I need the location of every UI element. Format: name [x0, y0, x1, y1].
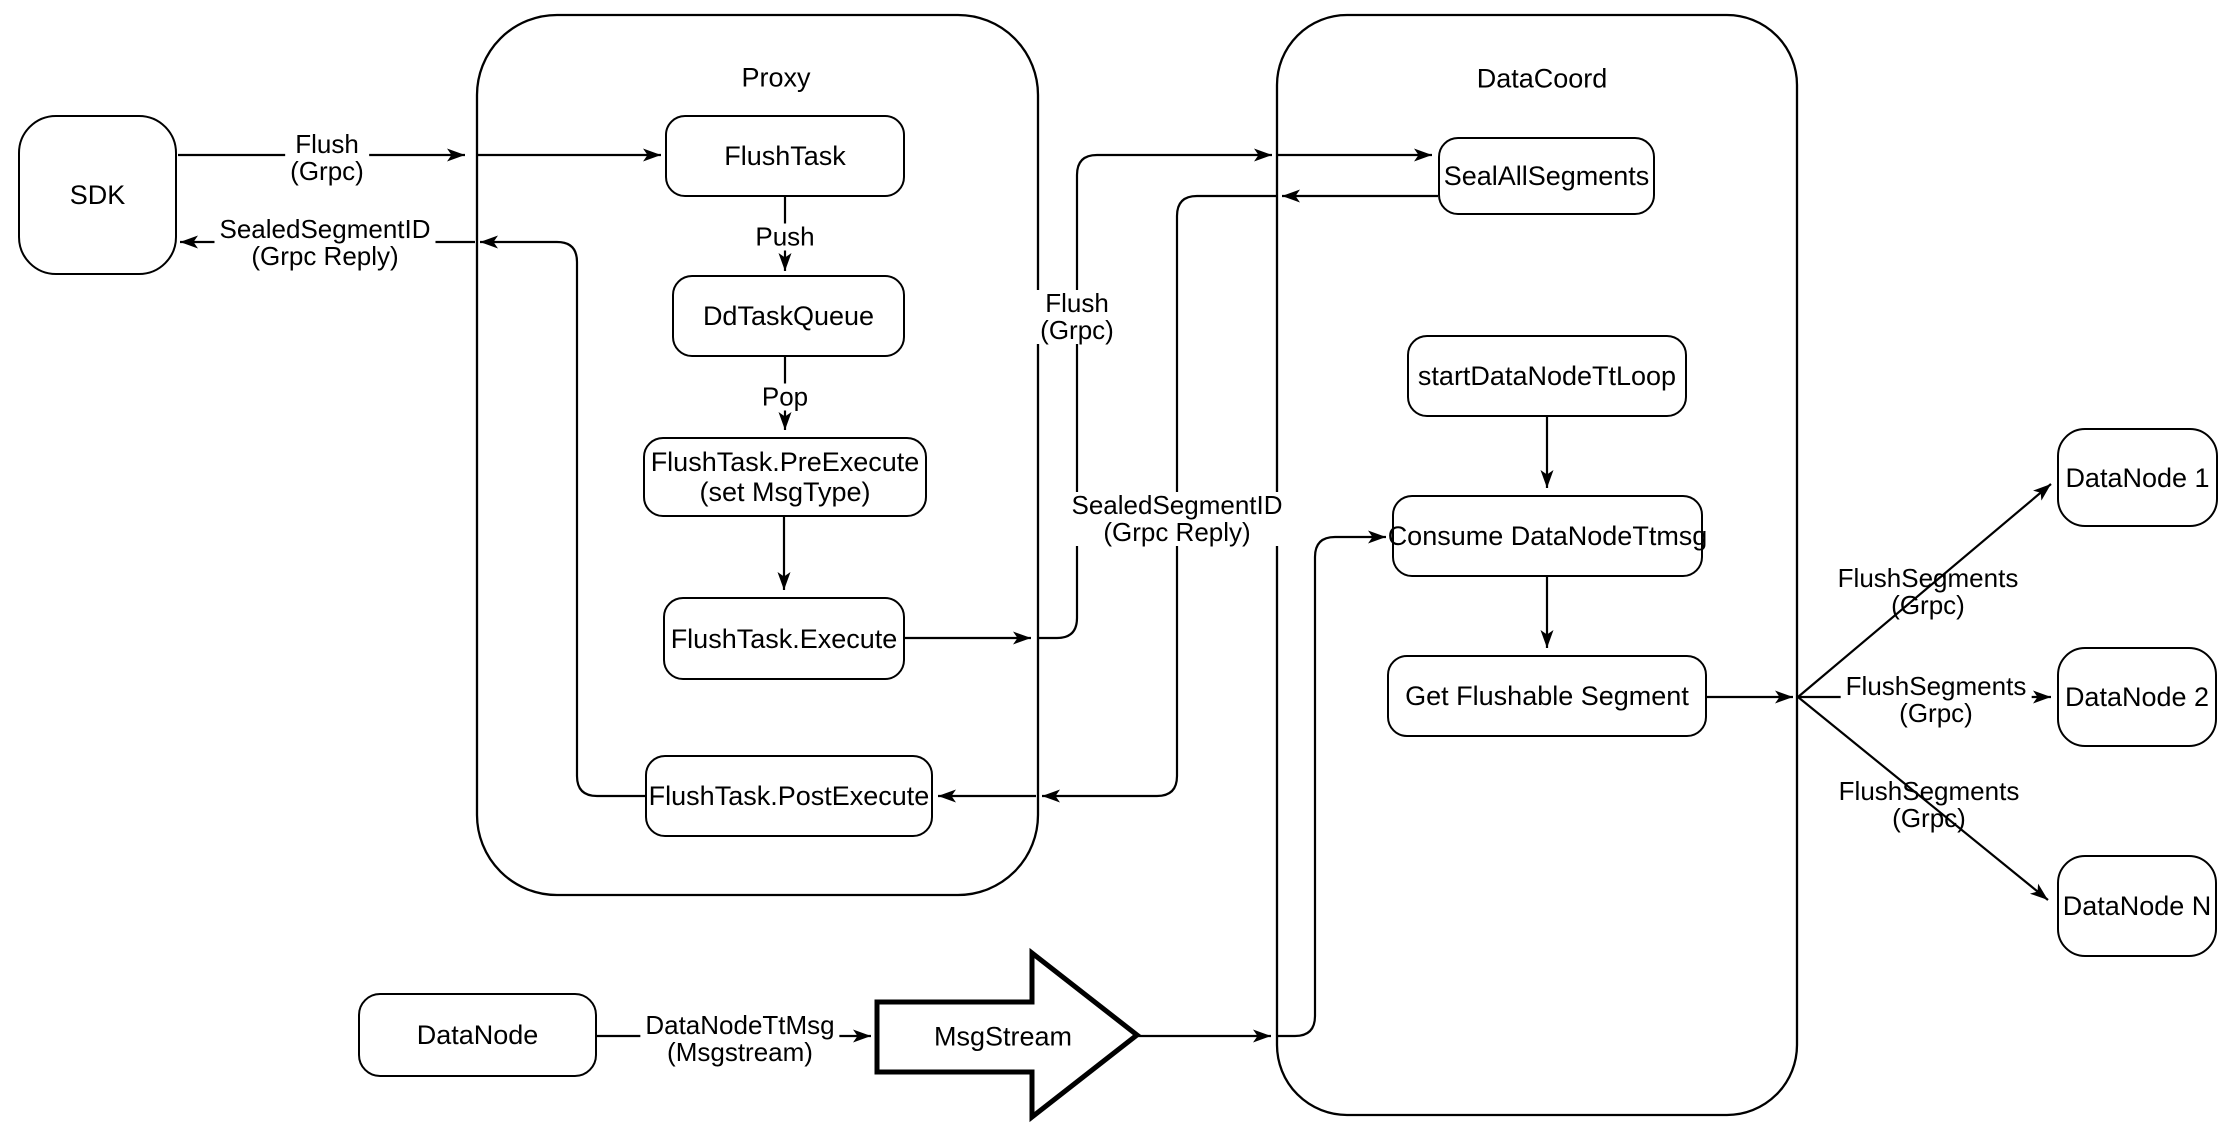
- node-consume-datanodettmsg-label: Consume DataNodeTtmsg: [1387, 521, 1708, 551]
- node-datanode-2-label: DataNode 2: [2064, 682, 2210, 712]
- edge-label-flush-grpc-sdk-line1: Flush: [295, 129, 359, 159]
- edge-flushsegments-to-datanode1: [1797, 483, 2052, 698]
- node-datanode-source-label: DataNode: [416, 1020, 539, 1050]
- node-datanode-1-label: DataNode 1: [2065, 462, 2210, 493]
- container-proxy: [475, 13, 1040, 897]
- edge-label-flush-grpc-mid-line2: (Grpc): [1040, 315, 1114, 345]
- edge-label-flushsegments-1-line1: FlushSegments: [1837, 563, 2019, 593]
- edge-label-flush-grpc-sdk-line2: (Grpc): [290, 156, 364, 186]
- edge-flushsegments-to-datanoden: [1797, 696, 2049, 901]
- node-startdatanodettloop: startDataNodeTtLoop: [1407, 335, 1687, 417]
- edge-label-flushsegments-2: FlushSegments (Grpc): [1840, 671, 2032, 728]
- edge-label-pop-text: Pop: [761, 381, 809, 412]
- edge-postexecute-to-proxy-edge: [480, 235, 645, 798]
- node-consume-datanodettmsg: Consume DataNodeTtmsg: [1388, 495, 1707, 577]
- edge-label-sealedsegmentid-mid-line1: SealedSegmentID: [1071, 490, 1283, 520]
- edge-label-flushsegments-2-line1: FlushSegments: [1845, 671, 2027, 701]
- edge-msgstream-to-consume: [1277, 530, 1386, 1038]
- edge-label-sealedsegmentid-sdk: SealedSegmentID (Grpc Reply): [214, 214, 436, 271]
- container-datacoord: [1275, 13, 1799, 1117]
- edge-label-pop: Pop: [756, 381, 814, 412]
- edge-label-sealedsegmentid-mid: SealedSegmentID (Grpc Reply): [1066, 490, 1288, 547]
- node-flushtask-execute-label: FlushTask.Execute: [670, 623, 898, 654]
- edge-flush-to-datacoord-edge: [1038, 148, 1272, 640]
- edge-label-flushsegments-n: FlushSegments (Grpc): [1834, 778, 2025, 832]
- node-flushtask-preexecute: FlushTask.PreExecute (set MsgType): [643, 437, 927, 517]
- msgstream-block-arrow: [874, 947, 1142, 1123]
- node-startdatanodettloop-label: startDataNodeTtLoop: [1417, 361, 1677, 391]
- node-flushtask-preexecute-line1: FlushTask.PreExecute: [650, 447, 920, 477]
- node-sdk: SDK: [18, 115, 177, 275]
- node-datanode-2: DataNode 2: [2057, 647, 2217, 747]
- node-get-flushable-segment-label: Get Flushable Segment: [1405, 681, 1689, 711]
- node-sdk-label: SDK: [69, 180, 126, 210]
- node-flushtask-postexecute: FlushTask.PostExecute: [645, 755, 933, 837]
- node-datanode-source: DataNode: [358, 993, 597, 1077]
- node-get-flushable-segment: Get Flushable Segment: [1387, 655, 1707, 737]
- edge-label-flushsegments-1: FlushSegments (Grpc): [1833, 565, 2024, 619]
- edge-label-flush-grpc-mid-line1: Flush: [1045, 288, 1109, 318]
- edge-label-sealedsegmentid-sdk-line2: (Grpc Reply): [251, 241, 399, 271]
- container-proxy-title: Proxy: [741, 62, 811, 93]
- node-flushtask-preexecute-line2: (set MsgType): [699, 477, 871, 507]
- edge-label-push: Push: [750, 221, 820, 252]
- edge-label-flushsegments-n-line1: FlushSegments: [1838, 776, 2020, 806]
- edge-label-sealedsegmentid-mid-line2: (Grpc Reply): [1103, 517, 1251, 547]
- node-datanode-n: DataNode N: [2057, 855, 2217, 957]
- node-datanode-1: DataNode 1: [2057, 428, 2218, 527]
- node-flushtask-label: FlushTask: [724, 141, 846, 171]
- edge-label-datanodettmsg: DataNodeTtMsg (Msgstream): [640, 1010, 840, 1067]
- node-flushtask-postexecute-label: FlushTask.PostExecute: [648, 781, 930, 811]
- node-flushtask-execute: FlushTask.Execute: [663, 597, 905, 680]
- node-datanode-n-label: DataNode N: [2062, 891, 2212, 921]
- edge-label-push-text: Push: [755, 221, 815, 252]
- msgstream-label: MsgStream: [933, 1021, 1073, 1052]
- edge-label-flushsegments-2-line2: (Grpc): [1899, 698, 1973, 728]
- node-ddtaskqueue-label: DdTaskQueue: [702, 301, 875, 331]
- edge-label-flushsegments-1-line2: (Grpc): [1891, 590, 1965, 620]
- container-datacoord-title: DataCoord: [1476, 63, 1608, 94]
- edge-label-flushsegments-n-line2: (Grpc): [1892, 803, 1966, 833]
- node-sealallsegments-label: SealAllSegments: [1443, 161, 1650, 191]
- node-flushtask: FlushTask: [665, 115, 905, 197]
- edge-label-datanodettmsg-line1: DataNodeTtMsg: [645, 1010, 835, 1040]
- node-sealallsegments: SealAllSegments: [1438, 137, 1655, 215]
- edge-label-flush-grpc-sdk: Flush (Grpc): [285, 131, 369, 185]
- edge-label-datanodettmsg-line2: (Msgstream): [667, 1037, 813, 1067]
- edge-label-sealedsegmentid-sdk-line1: SealedSegmentID: [219, 214, 431, 244]
- node-ddtaskqueue: DdTaskQueue: [672, 275, 905, 357]
- edge-label-flush-grpc-mid: Flush (Grpc): [1035, 290, 1119, 344]
